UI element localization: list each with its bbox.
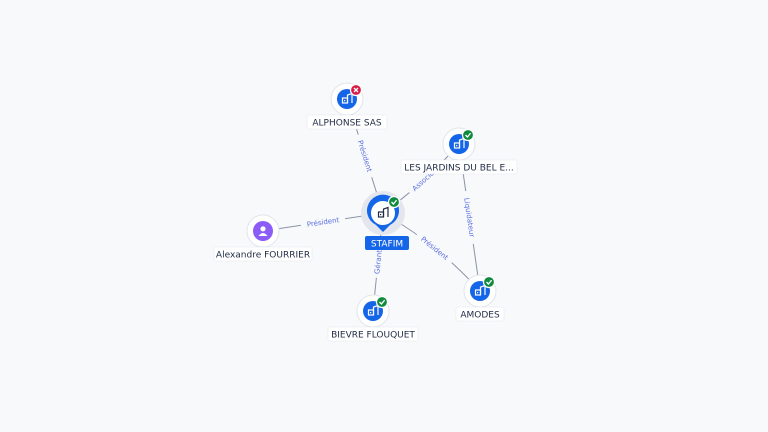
edge-label-bg: [414, 230, 456, 266]
node-label: LES JARDINS DU BEL E...: [404, 164, 513, 174]
node-label-bg: [327, 326, 419, 342]
edge-label-group: Gérant: [371, 245, 384, 279]
edge-label-group: Président: [300, 213, 346, 230]
node-bievre-flouquet[interactable]: BIEVRE FLOUQUET: [327, 294, 419, 342]
inactive-cross-icon: [349, 83, 363, 97]
building-icon: [453, 137, 465, 149]
edge-label-bg: [354, 133, 377, 179]
edge-label: Liquidateur: [462, 197, 476, 238]
active-check-icon: [375, 295, 389, 309]
edge-label-bg: [461, 190, 479, 245]
node-label: BIEVRE FLOUQUET: [331, 331, 415, 341]
node-amodes[interactable]: AMODES: [455, 274, 505, 322]
node-label-bg: [455, 306, 505, 322]
edge-label: Président: [356, 139, 374, 173]
edge-label-bg: [300, 213, 346, 230]
node-les-jardins-du-bel-e[interactable]: LES JARDINS DU BEL E...: [400, 127, 518, 175]
node-label-bg: [306, 114, 388, 130]
edge-label: Président: [306, 216, 340, 229]
node-label-bg: [213, 246, 313, 262]
node-label-bg: [365, 236, 409, 250]
node-label-bg: [400, 159, 518, 175]
node-stafim[interactable]: STAFIM: [361, 191, 409, 250]
node-label: STAFIM: [371, 240, 403, 250]
node-alexandre-fourrier[interactable]: Alexandre FOURRIER: [213, 214, 313, 262]
active-check-icon: [387, 195, 401, 209]
edge-label: Gérant: [373, 249, 383, 274]
edge-label-group: Président: [414, 230, 456, 266]
edge-label: Président: [419, 235, 450, 262]
building-icon: [474, 284, 486, 296]
node-label: ALPHONSE SAS: [312, 119, 381, 129]
building-icon: [367, 304, 379, 316]
node-label: Alexandre FOURRIER: [216, 251, 310, 261]
building-icon: [341, 92, 353, 104]
nodes-layer: STAFIM ALPHONSE SAS LES JARDINS DU BEL E..…: [213, 82, 518, 342]
edge-label-group: Président: [354, 133, 377, 179]
person-icon: [258, 226, 268, 236]
node-alphonse-sas[interactable]: ALPHONSE SAS: [306, 82, 388, 130]
edge-label-group: Liquidateur: [461, 190, 479, 245]
building-icon: [377, 206, 389, 218]
edge-label-bg: [371, 245, 384, 279]
node-label: AMODES: [460, 311, 500, 321]
active-check-icon: [461, 128, 475, 142]
active-check-icon: [482, 275, 496, 289]
